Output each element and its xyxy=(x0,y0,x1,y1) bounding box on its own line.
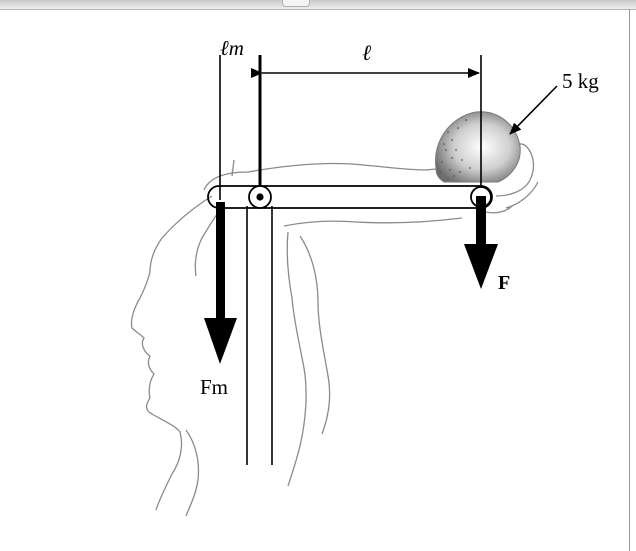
window-right-edge xyxy=(629,9,630,551)
head-profile-sketch xyxy=(130,195,221,517)
lever-arm-load-label: ℓ xyxy=(362,40,372,65)
lever-bar xyxy=(207,185,493,209)
load-force-arrow-shaft xyxy=(476,196,486,246)
muscle-force-label: Fm xyxy=(200,375,228,399)
window-top-bar xyxy=(0,0,636,10)
load-force-arrow-head xyxy=(464,244,498,289)
mass-label: 5 kg xyxy=(562,69,599,93)
load-force-label: F xyxy=(498,272,510,294)
lever-arm-muscle-label: ℓm xyxy=(220,36,244,60)
mass-ball xyxy=(435,111,521,183)
muscle-force-arrow-shaft xyxy=(216,202,225,320)
mass-stipple xyxy=(439,119,471,177)
mass-label-pointer xyxy=(509,85,558,135)
muscle-force-arrow-head xyxy=(204,318,237,364)
window-tab-notch xyxy=(282,0,310,7)
pivot-joint-center xyxy=(256,193,264,201)
